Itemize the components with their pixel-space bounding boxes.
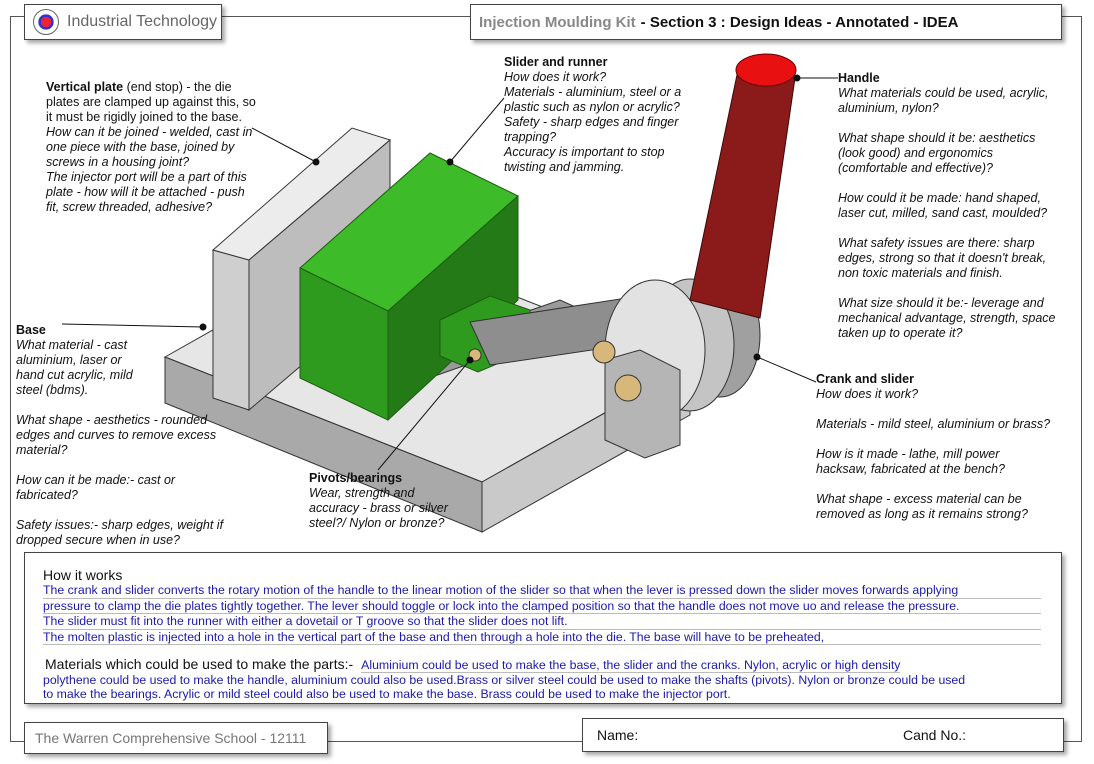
school-name: The Warren Comprehensive School - 12111 (35, 730, 307, 746)
how-it-works-line: The molten plastic is injected into a ho… (43, 630, 1041, 645)
pivots-line: Wear, strength and accuracy - brass or s… (309, 486, 448, 530)
school-crest-icon (33, 9, 59, 35)
candidate-number-label: Cand No.: (903, 727, 967, 743)
annotation-slider-runner: Slider and runner How does it work? Mate… (504, 55, 704, 175)
handle-line: What shape should it be: aesthetics (loo… (838, 131, 1036, 175)
base-line: What shape - aesthetics - rounded edges … (16, 413, 217, 457)
handle-line: What size should it be:- leverage and me… (838, 296, 1056, 340)
base-heading: Base (16, 323, 46, 337)
slider-runner-line: Materials - aluminium, steel or a plasti… (504, 85, 682, 114)
slider-runner-line: Safety - sharp edges and finger trapping… (504, 115, 679, 144)
annotation-pivots: Pivots/bearings Wear, strength and accur… (309, 471, 449, 531)
section-title: - Section 3 : Design Ideas - Annotated -… (640, 13, 959, 31)
how-it-works-line: The slider must fit into the runner with… (43, 614, 1041, 630)
crank-line: Materials - mild steel, aluminium or bra… (816, 417, 1051, 431)
base-line: How can it be made:- cast or fabricated? (16, 473, 176, 502)
slider-runner-line: Accuracy is important to stop twisting a… (504, 145, 665, 174)
how-it-works-line: The crank and slider converts the rotary… (43, 583, 1041, 599)
vertical-plate-heading: Vertical plate (46, 80, 124, 94)
crank-heading: Crank and slider (816, 372, 914, 386)
slider-runner-line: How does it work? (504, 70, 607, 84)
materials-line: Aluminium could be used to make the base… (361, 658, 901, 673)
materials-title: Materials which could be used to make th… (45, 656, 354, 672)
vertical-plate-description: (end stop) - the die plates are clamped … (46, 80, 256, 124)
annotation-handle: Handle What materials could be used, acr… (838, 71, 1064, 341)
annotation-base: Base What material - cast aluminium, las… (16, 323, 238, 548)
subject-title: Industrial Technology (67, 13, 218, 30)
kit-title: Injection Moulding Kit (479, 13, 636, 31)
handle-line: What safety issues are there: sharp edge… (838, 236, 1047, 280)
materials-line: to make the bearings. Acrylic or mild st… (43, 687, 731, 701)
vertical-plate-line: The injector port will be a part of this… (46, 170, 247, 214)
base-line: Safety issues:- sharp edges, weight if d… (16, 518, 224, 547)
materials-paragraph: Materials which could be used to make th… (43, 657, 1041, 702)
how-it-works-line: pressure to clamp the die plates tightly… (43, 599, 1041, 614)
handle-heading: Handle (838, 71, 880, 85)
annotation-vertical-plate: Vertical plate (end stop) - the die plat… (46, 80, 258, 215)
name-label: Name: (597, 727, 639, 743)
vertical-plate-line: How can it be joined - welded, cast in o… (46, 125, 253, 169)
base-line: What material - cast aluminium, laser or… (16, 338, 133, 397)
handle-line: How could it be made: hand shaped, laser… (838, 191, 1048, 220)
candidate-box: Name: Cand No.: (582, 718, 1064, 752)
title-header: Injection Moulding Kit - Section 3 : Des… (470, 4, 1062, 40)
annotation-crank: Crank and slider How does it work? Mater… (816, 372, 1072, 522)
handle-line: What materials could be used, acrylic, a… (838, 86, 1049, 115)
how-it-works-panel: How it works The crank and slider conver… (24, 552, 1062, 704)
crank-line: How is it made - lathe, mill power hacks… (816, 447, 1006, 476)
materials-line: polythene could be used to make the hand… (43, 672, 966, 687)
crank-line: What shape - excess material can be remo… (816, 492, 1028, 521)
how-it-works-title: How it works (43, 567, 123, 583)
subject-header: Industrial Technology (24, 4, 222, 40)
crank-line: How does it work? (816, 387, 919, 401)
pivots-heading: Pivots/bearings (309, 471, 403, 485)
school-name-box: The Warren Comprehensive School - 12111 (24, 722, 328, 754)
slider-runner-heading: Slider and runner (504, 55, 608, 69)
